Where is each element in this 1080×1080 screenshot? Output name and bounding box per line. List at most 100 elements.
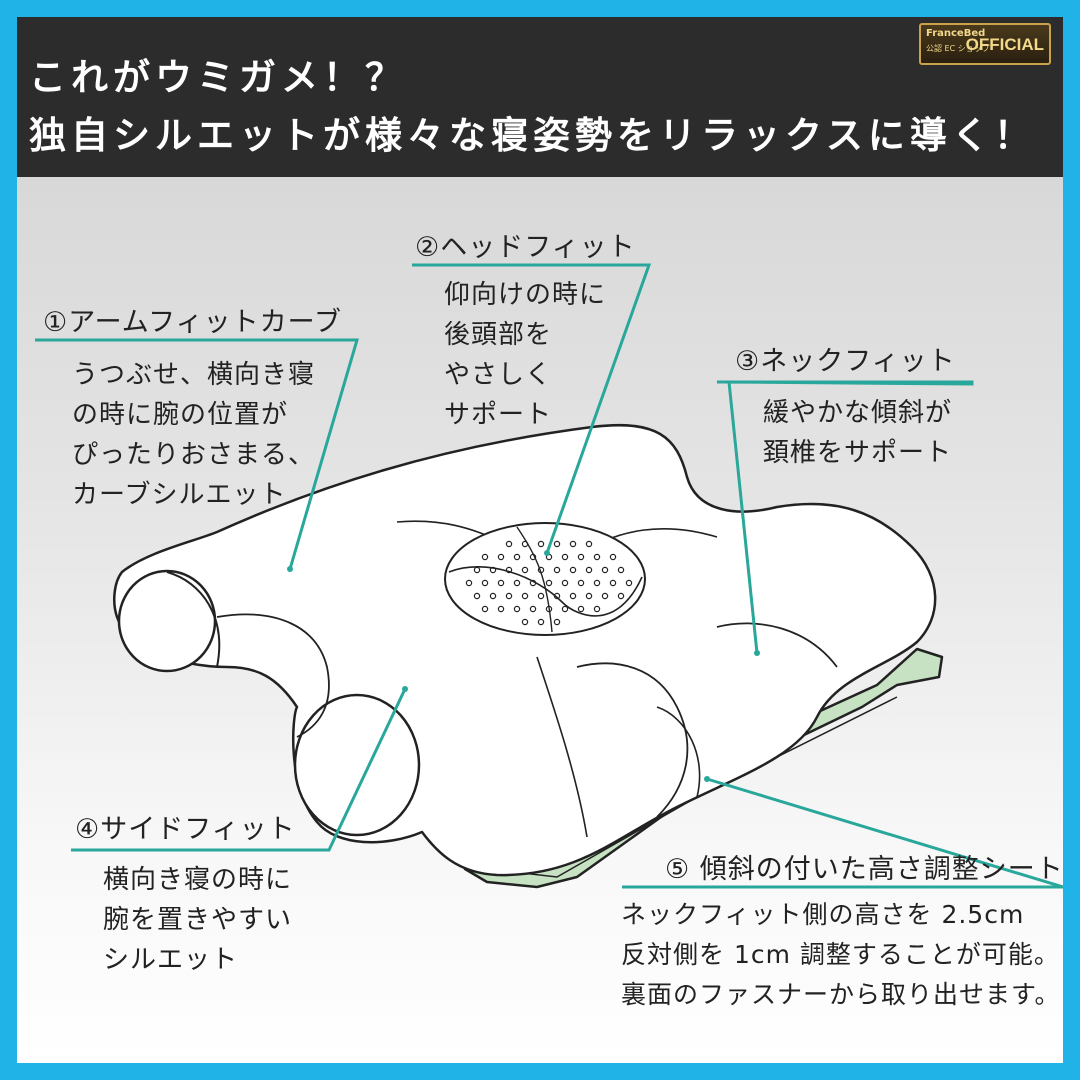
feature-label-arm-fit: ①アームフィットカーブ [43, 307, 342, 338]
feature-desc-line: シルエット [103, 945, 239, 975]
product-image-frame: これがウミガメ！？ 独自シルエットが様々な寝姿勢をリラックスに導く！ Franc… [17, 17, 1063, 1063]
ventilation-hole [537, 618, 545, 626]
ventilation-hole [537, 540, 545, 548]
badge-brand: FranceBed [926, 28, 986, 39]
feature-desc-side-fit: 横向き寝の時に 腕を置きやすい シルエット [103, 860, 292, 980]
ventilation-hole [513, 553, 521, 561]
ventilation-hole [481, 605, 489, 613]
ventilation-hole [481, 579, 489, 587]
leader-arm-fit [35, 338, 360, 570]
ventilation-hole [585, 540, 593, 548]
ventilation-hole [481, 553, 489, 561]
ventilation-hole [585, 592, 593, 600]
ventilation-hole [561, 605, 569, 613]
ventilation-hole [497, 605, 505, 613]
ventilation-hole [529, 579, 537, 587]
ventilation-hole [473, 592, 481, 600]
feature-desc-line: カーブシルエット [72, 480, 287, 510]
feature-desc-line: の時に腕の位置が [72, 400, 289, 430]
ventilation-hole [489, 566, 497, 574]
ventilation-hole [593, 605, 601, 613]
ventilation-holes [465, 540, 633, 626]
feature-label-height-sheet: ⑤ 傾斜の付いた高さ調整シート [665, 854, 1063, 885]
feature-desc-line: 後頭部を [444, 320, 553, 350]
leader-head-fit [412, 263, 652, 554]
headline-line-1: これがウミガメ！？ [29, 56, 407, 99]
ventilation-hole [513, 605, 521, 613]
ventilation-hole [553, 592, 561, 600]
pillow-illustration [35, 263, 1063, 889]
ventilation-hole [529, 553, 537, 561]
ventilation-hole [497, 579, 505, 587]
ventilation-hole [545, 605, 553, 613]
head-fit-pad [444, 522, 646, 636]
feature-label-side-fit: ④サイドフィット [75, 814, 296, 845]
header-banner: これがウミガメ！？ 独自シルエットが様々な寝姿勢をリラックスに導く！ Franc… [17, 17, 1063, 177]
feature-desc-line: 反対側を 1cm 調整することが可能。 [621, 940, 1060, 969]
ventilation-hole [505, 592, 513, 600]
ventilation-hole [521, 592, 529, 600]
ventilation-hole [593, 553, 601, 561]
ventilation-hole [513, 579, 521, 587]
feature-desc-line: 緩やかな傾斜が [763, 398, 953, 428]
ventilation-hole [545, 579, 553, 587]
feature-desc-line: ぴったりおさまる、 [72, 440, 316, 470]
headline-line-2: 独自シルエットが様々な寝姿勢をリラックスに導く！ [29, 114, 1036, 157]
ventilation-hole [521, 540, 529, 548]
ventilation-hole [625, 579, 633, 587]
ventilation-hole [617, 592, 625, 600]
ventilation-hole [561, 579, 569, 587]
ventilation-hole [529, 605, 537, 613]
ventilation-hole [585, 566, 593, 574]
ventilation-hole [609, 553, 617, 561]
ventilation-hole [505, 540, 513, 548]
ventilation-hole [521, 618, 529, 626]
ventilation-hole [553, 566, 561, 574]
badge-official: OFFICIAL [965, 35, 1044, 54]
ventilation-hole [537, 566, 545, 574]
feature-desc-line: 仰向けの時に [444, 280, 607, 310]
ventilation-hole [561, 553, 569, 561]
feature-desc-line: うつぶせ、横向き寝 [72, 360, 316, 390]
feature-desc-head-fit: 仰向けの時に 後頭部を やさしく サポート [444, 275, 606, 435]
feature-desc-line: ネックフィット側の高さを 2.5cm [621, 900, 1025, 929]
official-badge: FranceBed 公認 EC ショップ OFFICIAL [919, 23, 1051, 65]
feature-label-neck-fit: ③ネックフィット [735, 346, 956, 377]
ventilation-hole [553, 618, 561, 626]
ventilation-hole [489, 592, 497, 600]
feature-label-head-fit: ②ヘッドフィット [415, 232, 636, 263]
badge-sub: 公認 EC ショップ [926, 44, 990, 53]
ventilation-hole [553, 540, 561, 548]
feature-desc-line: 頚椎をサポート [763, 438, 953, 468]
ventilation-hole [505, 566, 513, 574]
ventilation-hole [569, 540, 577, 548]
side-tube-end [293, 693, 421, 837]
feature-desc-arm-fit: うつぶせ、横向き寝 の時に腕の位置が ぴったりおさまる、 カーブシルエット [72, 355, 315, 515]
ventilation-hole [497, 553, 505, 561]
ventilation-hole [577, 579, 585, 587]
feature-desc-line: サポート [444, 400, 553, 430]
feature-desc-height-sheet: ネックフィット側の高さを 2.5cm 反対側を 1cm 調整することが可能。 裏… [621, 895, 1061, 1015]
ventilation-hole [593, 579, 601, 587]
feature-desc-line: 腕を置きやすい [103, 905, 293, 935]
ventilation-hole [569, 566, 577, 574]
ventilation-hole [577, 553, 585, 561]
ventilation-hole [521, 566, 529, 574]
feature-desc-line: 裏面のファスナーから取り出せます。 [621, 980, 1061, 1009]
feature-desc-line: やさしく [444, 360, 553, 390]
ventilation-hole [465, 579, 473, 587]
ventilation-hole [569, 592, 577, 600]
ventilation-hole [473, 566, 481, 574]
feature-desc-neck-fit: 緩やかな傾斜が 頚椎をサポート [763, 393, 952, 473]
ventilation-hole [609, 579, 617, 587]
leader-sheet [622, 777, 1063, 889]
ventilation-hole [537, 592, 545, 600]
ventilation-hole [601, 592, 609, 600]
feature-desc-line: 横向き寝の時に [103, 865, 293, 895]
leader-side-fit [71, 688, 407, 852]
arm-tube-end [117, 569, 217, 673]
leader-neck-fit [717, 380, 974, 654]
ventilation-hole [617, 566, 625, 574]
ventilation-hole [601, 566, 609, 574]
ventilation-hole [577, 605, 585, 613]
